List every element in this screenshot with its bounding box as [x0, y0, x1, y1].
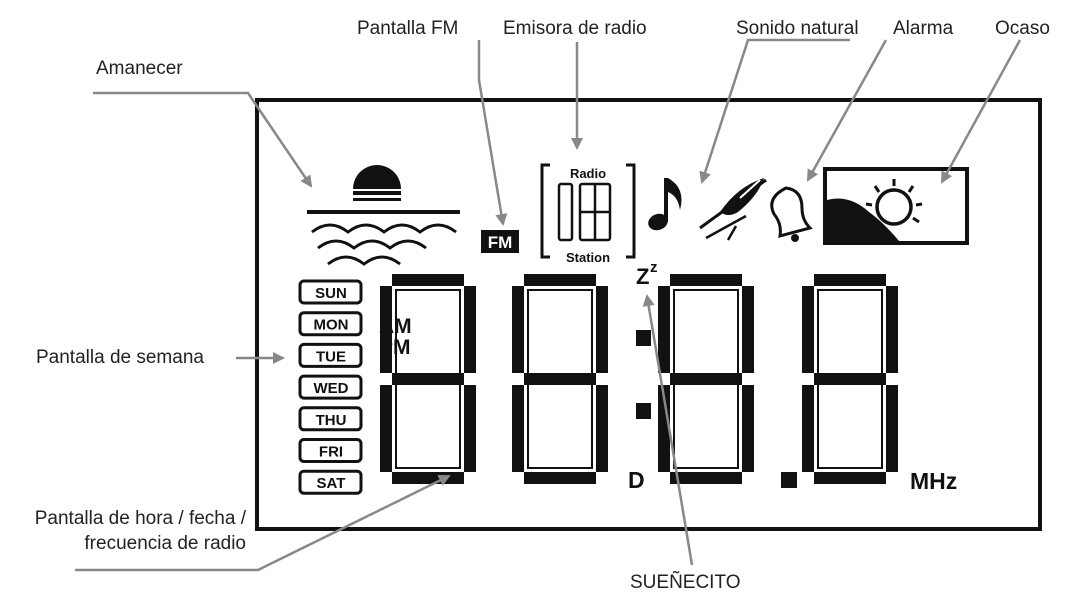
segment-gap-outline	[395, 289, 461, 469]
segment	[670, 274, 742, 286]
day-box-fri: FRI	[298, 438, 363, 463]
segment	[524, 472, 596, 484]
segment	[392, 373, 464, 385]
segment	[464, 385, 476, 472]
bird-icon	[699, 178, 767, 241]
day-label: THU	[316, 412, 347, 429]
segment	[802, 286, 814, 373]
digit-2	[512, 274, 608, 484]
digit-4	[802, 274, 898, 484]
day-label: FRI	[319, 444, 343, 461]
day-box-sun: SUN	[298, 279, 363, 305]
segment	[658, 385, 670, 472]
segment	[524, 373, 596, 385]
callout-pantalla-fm: Pantalla FM	[357, 18, 459, 39]
leader-hora	[75, 474, 451, 572]
d-indicator: D	[628, 467, 645, 493]
snooze-z-large: Z	[636, 264, 649, 289]
leader-sonido	[699, 38, 850, 184]
fm-badge-text: FM	[488, 233, 513, 252]
sunset-icon	[823, 167, 969, 245]
segment	[464, 286, 476, 373]
day-label: SUN	[315, 285, 347, 302]
segment	[742, 286, 754, 373]
radio-label: Radio	[570, 166, 606, 181]
callout-suenecito: SUEÑECITO	[630, 572, 741, 593]
segment	[596, 385, 608, 472]
colon-bottom-dot	[636, 403, 651, 419]
segment	[392, 274, 464, 286]
snooze-z-small: z	[650, 259, 658, 276]
callout-amanecer: Amanecer	[96, 58, 183, 79]
segment	[670, 373, 742, 385]
segment	[512, 385, 524, 472]
fm-badge: FM	[481, 230, 519, 253]
day-box-mon: MON	[298, 311, 363, 337]
leader-suenecito	[642, 294, 694, 566]
day-label: SAT	[317, 475, 346, 492]
segment	[886, 286, 898, 373]
callout-pantalla-hora-line2: frecuencia de radio	[84, 533, 246, 554]
callout-emisora-radio: Emisora de radio	[503, 18, 647, 39]
seven-segment-display	[380, 274, 898, 484]
segment-gap-outline	[817, 289, 883, 469]
leader-ocaso	[940, 39, 1022, 184]
music-note-icon	[648, 178, 682, 231]
digit-3	[658, 274, 754, 484]
sunrise-icon	[307, 165, 460, 266]
callout-pantalla-hora-line1: Pantalla de hora / fecha /	[34, 508, 246, 529]
day-box-sat: SAT	[298, 469, 363, 495]
segment	[524, 274, 596, 286]
callout-pantalla-semana: Pantalla de semana	[36, 347, 204, 368]
segment	[512, 286, 524, 373]
station-digits	[557, 182, 612, 242]
segment	[802, 385, 814, 472]
radio-station-indicator: Radio Station	[540, 163, 636, 265]
segment	[596, 286, 608, 373]
segment	[814, 472, 886, 484]
segment	[886, 385, 898, 472]
segment	[380, 385, 392, 472]
decimal-point	[781, 472, 797, 488]
segment	[742, 385, 754, 472]
day-box-tue: TUE	[298, 342, 363, 368]
day-label: WED	[314, 380, 349, 397]
digit-1	[380, 274, 476, 484]
mhz-indicator: MHz	[910, 468, 957, 494]
day-box-wed: WED	[298, 374, 363, 400]
segment	[670, 472, 742, 484]
callout-sonido-natural: Sonido natural	[736, 18, 859, 39]
leader-alarma	[806, 39, 888, 182]
segment-gap-outline	[527, 289, 593, 469]
week-display: SUN MON TUE WED THU FRI SAT	[298, 279, 363, 495]
segment	[814, 373, 886, 385]
segment	[814, 274, 886, 286]
leader-amanecer	[93, 91, 313, 188]
colon-top-dot	[636, 330, 651, 346]
leader-lines	[75, 38, 1022, 572]
lcd-frame	[255, 98, 1042, 531]
callout-ocaso: Ocaso	[995, 18, 1050, 39]
segment	[392, 472, 464, 484]
leader-pantalla-fm	[477, 40, 508, 226]
segment-gap-outline	[673, 289, 739, 469]
callout-alarma: Alarma	[893, 18, 954, 39]
day-label: TUE	[316, 348, 346, 365]
day-label: MON	[314, 317, 349, 334]
segment	[380, 286, 392, 373]
station-label: Station	[566, 250, 610, 265]
segment	[658, 286, 670, 373]
bell-icon	[770, 186, 813, 242]
day-box-thu: THU	[298, 406, 363, 432]
